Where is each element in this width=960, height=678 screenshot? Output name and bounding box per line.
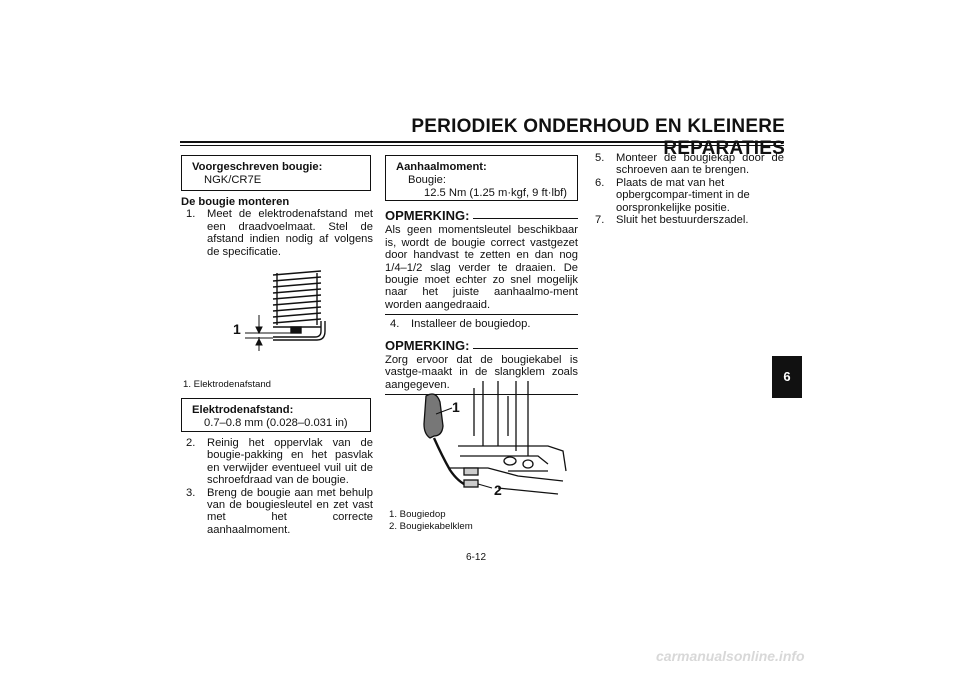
note-2-heading-row: OPMERKING: [385, 337, 578, 353]
step-2-text: Reinig het oppervlak van de bougie-pakki… [207, 437, 373, 487]
figure-1-caption: 1. Elektrodenafstand [183, 379, 272, 390]
chapter-tab: 6 [772, 356, 802, 398]
step-4: 4. Installeer de bougiedop. [385, 318, 578, 330]
note-2-end-rule [385, 394, 578, 396]
spark-plug-cap-figure [423, 381, 567, 495]
step-6: 6. Plaats de mat van het opbergcompar-ti… [590, 177, 784, 214]
torque-spec-box: Aanhaalmoment: Bougie: 12.5 Nm (1.25 m·k… [385, 155, 578, 201]
header-rule-thin [180, 145, 784, 146]
torque-box-heading: Aanhaalmoment: [396, 161, 487, 173]
spark-plug-gap-figure [245, 270, 326, 351]
section-heading: De bougie monteren [181, 196, 290, 208]
gap-dimension-arrows [245, 315, 291, 351]
step-7-text: Sluit het bestuurderszadel. [616, 214, 749, 227]
step-2-number: 2. [186, 437, 196, 449]
spark-plug-thread-illustration [272, 270, 326, 341]
step-1-number: 1. [186, 208, 196, 221]
torque-box-subheading: Bougie: [408, 174, 446, 186]
note-1-rule [472, 218, 578, 220]
step-6-number: 6. [595, 176, 605, 189]
page-number: 6-12 [466, 552, 487, 563]
step-1-text: Meet de elektrodenafstand met een draadv… [207, 208, 373, 258]
header-rule [180, 141, 784, 143]
step-3: 3. Breng de bougie aan met behulp van de… [181, 487, 373, 537]
note-1-heading-row: OPMERKING: [385, 208, 578, 223]
column-3-text: 5. Monteer de bougiekap door de schroeve… [590, 152, 784, 226]
step-5-text: Monteer de bougiekap door de schroeven a… [616, 152, 784, 177]
watermark: carmanualsonline.info [656, 648, 805, 664]
note-2-heading: OPMERKING: [385, 337, 470, 353]
step-4-text: Installeer de bougiedop. [411, 318, 531, 331]
column-1-text-top: De bougie monteren 1. Meet de elektroden… [181, 196, 373, 258]
torque-box-value: 12.5 Nm (1.25 m·kgf, 9 ft·lbf) [424, 187, 567, 199]
spec-box-heading: Voorgeschreven bougie: [192, 161, 323, 173]
step-5-number: 5. [595, 152, 605, 164]
note-2-text: Zorg ervoor dat de bougiekabel is vastge… [385, 354, 578, 391]
figure-2-captions: 1. Bougiedop 2. Bougiekabelklem [389, 509, 473, 533]
note-1-heading: OPMERKING: [385, 208, 470, 223]
spec-box-value: NGK/CR7E [204, 174, 262, 186]
note-2-rule [472, 348, 578, 350]
step-4-number: 4. [390, 318, 400, 331]
figure-2-callout-1: 1 [452, 399, 460, 415]
page-title: PERIODIEK ONDERHOUD EN KLEINERE REPARATI… [411, 116, 785, 159]
callout-leaders [435, 407, 493, 489]
spark-plug-spec-box: Voorgeschreven bougie: NGK/CR7E [181, 155, 371, 191]
note-1-text: Als geen momentsleutel beschikbaar is, w… [385, 224, 578, 311]
step-3-text: Breng de bougie aan met behulp van de bo… [207, 486, 373, 536]
step-5: 5. Monteer de bougiekap door de schroeve… [590, 152, 784, 177]
column-1-text-bottom: 2. Reinig het oppervlak van de bougie-pa… [181, 437, 373, 536]
gap-box-value: 0.7–0.8 mm (0.028–0.031 in) [204, 417, 348, 429]
caption-bougiekabelklem: 2. Bougiekabelklem [389, 521, 473, 532]
caption-bougiedop: 1. Bougiedop [389, 509, 446, 520]
column-2-text: OPMERKING: Als geen momentsleutel beschi… [385, 208, 578, 396]
step-6-text: Plaats de mat van het opbergcompar-timen… [616, 176, 750, 214]
step-7-number: 7. [595, 214, 605, 227]
step-1: 1. Meet de elektrodenafstand met een dra… [181, 208, 373, 258]
electrode-gap-box: Elektrodenafstand: 0.7–0.8 mm (0.028–0.0… [181, 398, 371, 432]
gap-box-heading: Elektrodenafstand: [192, 404, 294, 416]
engine-illustration [448, 381, 567, 495]
note-1-end-rule [385, 314, 578, 316]
step-2: 2. Reinig het oppervlak van de bougie-pa… [181, 437, 373, 487]
step-3-number: 3. [186, 486, 196, 499]
step-7: 7. Sluit het bestuurderszadel. [590, 214, 784, 226]
figure-1-callout: 1 [233, 321, 241, 337]
plug-cap-and-cable [423, 393, 479, 488]
figure-2-callout-2: 2 [494, 482, 502, 498]
